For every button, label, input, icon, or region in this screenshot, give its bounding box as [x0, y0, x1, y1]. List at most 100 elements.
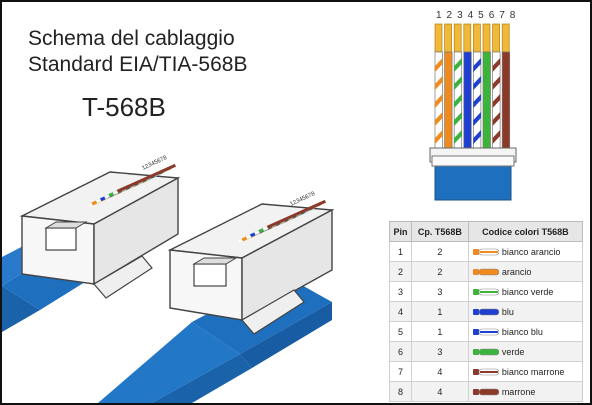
pair-cell: 2: [411, 261, 469, 282]
color-cell: arancio: [467, 261, 584, 282]
left-plug-wires: [87, 163, 177, 208]
pin-cell: 4: [388, 301, 413, 322]
pin-contact: [482, 23, 491, 53]
right-plug-pin-numbers: 12345678: [289, 191, 316, 208]
table-header-row: Pin Cp. T568B Codice colori T568B: [388, 221, 584, 242]
pair-cell: 4: [411, 361, 469, 382]
color-cell: bianco arancio: [467, 241, 584, 262]
pin-contact: [453, 23, 462, 53]
title-line-2: Standard EIA/TIA-568B: [28, 53, 248, 76]
plug-wire: [116, 163, 177, 193]
color-cell: marrone: [467, 381, 584, 402]
pin-cell: 1: [388, 241, 413, 262]
wire-swatch-icon: [472, 308, 499, 316]
wire-swatch-icon: [472, 388, 499, 396]
color-label: verde: [501, 346, 525, 357]
right-plug-wires: [237, 199, 327, 244]
wire-stripe: [473, 130, 481, 144]
wire-strand: [463, 51, 472, 151]
wire-stripe: [492, 130, 501, 144]
standard-label: T-568B: [82, 92, 166, 122]
color-label: bianco arancio: [501, 246, 561, 257]
pin-cell: 7: [388, 361, 413, 382]
wire-stripe: [454, 76, 462, 90]
pin-contact: [492, 23, 500, 53]
wire-stripe: [473, 94, 481, 108]
wire-stripe: [454, 130, 462, 144]
wire-stripe: [473, 112, 481, 126]
wire-stripe: [435, 94, 443, 108]
wire-stripe: [435, 112, 443, 126]
pair-cell: 4: [411, 381, 469, 402]
wire-stripe: [435, 58, 443, 72]
pin-cell: 2: [388, 261, 413, 282]
pair-cell: 3: [411, 281, 469, 302]
color-label: marrone: [501, 386, 536, 397]
pin-cell: 5: [388, 321, 413, 342]
wire-stripe: [435, 76, 443, 90]
front-wire-strands: [434, 51, 511, 151]
wire-swatch-icon: [472, 368, 499, 376]
front-pin-contacts: [434, 23, 510, 53]
pair-cell: 2: [411, 241, 469, 262]
color-cell: bianco blu: [467, 321, 584, 342]
color-label: arancio: [501, 266, 532, 277]
pin-cell: 3: [388, 281, 413, 302]
pin-contact: [463, 23, 472, 53]
wire-strand: [501, 51, 511, 151]
color-cell: bianco verde: [467, 281, 584, 302]
wire-swatch-icon: [472, 288, 499, 296]
header-color-code: Codice colori T568B: [467, 221, 584, 242]
wire-swatch-icon: [472, 328, 499, 336]
wire-swatch-icon: [472, 268, 499, 276]
pin-contact: [444, 23, 452, 53]
pin-contact: [473, 23, 481, 53]
wire-swatch-icon: [472, 348, 499, 356]
title-line-1: Schema del cablaggio: [28, 27, 235, 50]
wire-strand: [482, 51, 491, 151]
wire-stripe: [492, 76, 501, 90]
wire-stripe: [492, 94, 501, 108]
pair-cell: 1: [411, 301, 469, 322]
connector-front-view: [429, 23, 517, 201]
pin-cell: 6: [388, 341, 413, 362]
color-cell: blu: [467, 301, 584, 322]
pin-contact: [501, 23, 510, 53]
wire-stripe: [492, 58, 501, 72]
wire-stripe: [435, 130, 443, 144]
pair-cell: 3: [411, 341, 469, 362]
header-pin: Pin: [388, 221, 413, 242]
rj45-plug-right: [98, 199, 335, 403]
wire-stripe: [492, 112, 501, 126]
wire-stripe: [473, 76, 481, 90]
wire-stripe: [454, 94, 462, 108]
color-label: blu: [501, 306, 514, 317]
pair-cell: 1: [411, 321, 469, 342]
pin-contact: [434, 23, 443, 53]
color-cell: bianco marrone: [467, 361, 584, 382]
plug-wire: [266, 199, 327, 229]
color-label: bianco blu: [501, 326, 543, 337]
color-label: bianco verde: [501, 286, 554, 297]
color-label: bianco marrone: [501, 366, 565, 377]
wire-stripe: [454, 112, 462, 126]
wire-strand: [444, 51, 453, 151]
wire-stripe: [473, 58, 481, 72]
color-cell: verde: [467, 341, 584, 362]
header-pair: Cp. T568B: [411, 221, 469, 242]
pin-numbers-header: 1 2 3 4 5 6 7 8: [436, 10, 517, 21]
wire-swatch-icon: [472, 248, 499, 256]
rj45-plug-left: [2, 163, 181, 332]
wire-stripe: [454, 58, 462, 72]
